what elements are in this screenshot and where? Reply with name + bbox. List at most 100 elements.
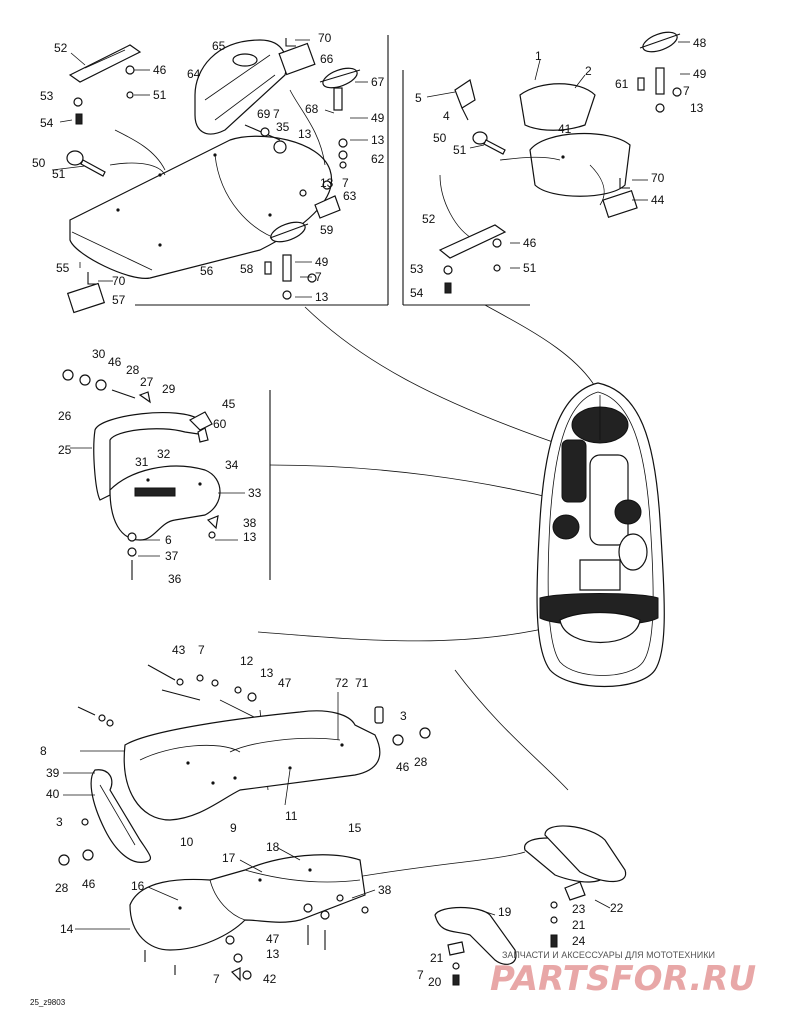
callout-2: 2 xyxy=(585,64,592,78)
side-panel xyxy=(90,769,152,863)
callout-7: 7 xyxy=(417,968,424,982)
callout-8: 8 xyxy=(40,744,47,758)
callout-12: 12 xyxy=(240,654,254,668)
callout-57: 57 xyxy=(112,293,126,307)
callout-37: 37 xyxy=(165,549,179,563)
callout-35: 35 xyxy=(276,120,290,134)
callout-54: 54 xyxy=(40,116,54,130)
callout-70: 70 xyxy=(318,31,332,45)
callout-25: 25 xyxy=(58,443,72,457)
callout-31: 31 xyxy=(135,455,149,469)
callout-51: 51 xyxy=(153,88,167,102)
callout-66: 66 xyxy=(320,52,334,66)
watermark-caption: ЗАПЧАСТИ И АКСЕССУАРЫ ДЛЯ МОТОТЕХНИКИ xyxy=(502,950,715,960)
callout-16: 16 xyxy=(131,879,145,893)
backrest-cushion xyxy=(194,39,288,135)
callout-60: 60 xyxy=(213,417,227,431)
section-frames xyxy=(135,35,530,580)
callout-46: 46 xyxy=(396,760,410,774)
callout-32: 32 xyxy=(157,447,171,461)
callout-68: 68 xyxy=(305,102,319,116)
callout-7: 7 xyxy=(683,84,690,98)
callout-3: 3 xyxy=(56,815,63,829)
callout-50: 50 xyxy=(32,156,46,170)
callout-13: 13 xyxy=(298,127,312,141)
diagram-code: 25_z9803 xyxy=(30,998,66,1007)
leader-curves xyxy=(257,304,601,881)
callout-63: 63 xyxy=(343,189,357,203)
callout-29: 29 xyxy=(162,382,176,396)
callout-48: 48 xyxy=(693,36,707,50)
callout-27: 27 xyxy=(140,375,154,389)
glovebox-lid xyxy=(529,132,631,197)
callout-62: 62 xyxy=(371,152,385,166)
callout-7: 7 xyxy=(273,107,280,121)
callout-26: 26 xyxy=(58,409,72,423)
callout-13: 13 xyxy=(260,666,274,680)
backrest-cushion xyxy=(109,465,221,541)
backrest-assembly xyxy=(62,369,221,580)
callout-28: 28 xyxy=(126,363,140,377)
callout-46: 46 xyxy=(153,63,167,77)
callout-13: 13 xyxy=(690,101,704,115)
callout-15: 15 xyxy=(348,821,362,835)
callout-4: 4 xyxy=(443,109,450,123)
front-cushion xyxy=(69,135,333,279)
callout-51: 51 xyxy=(52,167,66,181)
left-side-cushion xyxy=(561,439,587,503)
watermark: ЗАПЧАСТИ И АКСЕССУАРЫ ДЛЯ МОТОТЕХНИКИ PA… xyxy=(490,950,756,999)
glovebox-cover-assembly xyxy=(438,31,682,294)
callout-38: 38 xyxy=(378,883,392,897)
hull-top-view xyxy=(536,382,665,688)
callout-53: 53 xyxy=(410,262,424,276)
callout-51: 51 xyxy=(523,261,537,275)
callout-1: 1 xyxy=(535,49,542,63)
callout-46: 46 xyxy=(82,877,96,891)
callout-71: 71 xyxy=(355,676,369,690)
callout-43: 43 xyxy=(172,643,186,657)
callout-21: 21 xyxy=(430,951,444,965)
callout-70: 70 xyxy=(651,171,665,185)
seat-base xyxy=(129,854,366,951)
hinge-plate xyxy=(68,44,142,83)
callout-52: 52 xyxy=(422,212,436,226)
watermark-logo: PARTSFOR.RU xyxy=(490,959,756,999)
callout-41: 41 xyxy=(558,122,572,136)
cover-gasket xyxy=(519,83,596,131)
callout-46: 46 xyxy=(523,236,537,250)
callout-69: 69 xyxy=(257,107,271,121)
callout-59: 59 xyxy=(320,223,334,237)
callout-20: 20 xyxy=(428,975,442,989)
callout-49: 49 xyxy=(315,255,329,269)
callout-56: 56 xyxy=(200,264,214,278)
callout-47: 47 xyxy=(278,676,292,690)
callout-49: 49 xyxy=(693,67,707,81)
callout-13: 13 xyxy=(320,176,334,190)
callout-13: 13 xyxy=(315,290,329,304)
callout-45: 45 xyxy=(222,397,236,411)
callout-9: 9 xyxy=(230,821,237,835)
callout-34: 34 xyxy=(225,458,239,472)
callout-38: 38 xyxy=(243,516,257,530)
callout-55: 55 xyxy=(56,261,70,275)
callout-leaders xyxy=(51,39,690,930)
glovebox-hinge-plate xyxy=(438,224,507,259)
callout-17: 17 xyxy=(222,851,236,865)
front-cover-assembly xyxy=(66,38,361,314)
callout-7: 7 xyxy=(315,270,322,284)
callout-30: 30 xyxy=(92,347,106,361)
callout-7: 7 xyxy=(213,972,220,986)
callout-28: 28 xyxy=(414,755,428,769)
callout-44: 44 xyxy=(651,193,665,207)
callout-50: 50 xyxy=(433,131,447,145)
callout-28: 28 xyxy=(55,881,69,895)
callout-53: 53 xyxy=(40,89,54,103)
callout-14: 14 xyxy=(60,922,74,936)
callout-23: 23 xyxy=(572,902,586,916)
callout-21: 21 xyxy=(572,918,586,932)
callout-3: 3 xyxy=(400,709,407,723)
callout-13: 13 xyxy=(371,133,385,147)
rear-seat-cushion xyxy=(123,710,381,821)
callout-51: 51 xyxy=(453,143,467,157)
